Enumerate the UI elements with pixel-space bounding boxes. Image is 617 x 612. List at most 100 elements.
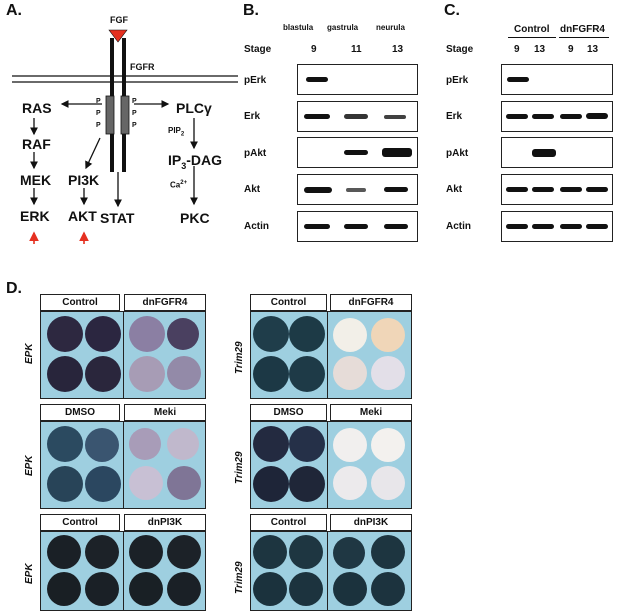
- blot-band: [382, 148, 412, 157]
- embryo: [371, 572, 405, 606]
- ras-node: RAS: [22, 100, 52, 116]
- embryo: [289, 466, 325, 502]
- pi3k-node: PI3K: [68, 172, 100, 188]
- phospho-label: P: [96, 122, 101, 129]
- blot-band: [344, 150, 368, 155]
- embryo: [371, 466, 405, 500]
- blot-row-label: pAkt: [244, 148, 267, 159]
- blot-row-label: Erk: [446, 111, 463, 122]
- erk-node: ERK: [20, 208, 50, 224]
- gene-label: Trim29: [234, 341, 245, 374]
- phospho-label: P: [132, 98, 137, 105]
- blot-row-label: Akt: [244, 184, 261, 195]
- embryo: [333, 572, 367, 606]
- embryo: [167, 535, 201, 569]
- stage-value: 9: [568, 44, 574, 55]
- stage-name-gastrula: gastrula: [327, 23, 359, 32]
- ca-label: Ca2+: [170, 180, 188, 190]
- embryo: [253, 572, 287, 606]
- mek-node: MEK: [20, 172, 52, 188]
- condition-label: Control: [250, 514, 327, 531]
- embryo: [47, 572, 81, 606]
- embryo: [289, 535, 323, 569]
- embryo: [371, 318, 405, 352]
- blot-strip: [297, 64, 418, 95]
- embryo-image: [250, 311, 412, 399]
- embryo: [253, 466, 289, 502]
- blot-band: [506, 224, 528, 229]
- group-underline: [508, 37, 556, 38]
- blot-band: [532, 114, 554, 119]
- embryo: [85, 428, 119, 462]
- embryo: [167, 318, 199, 350]
- blot-band: [586, 187, 608, 192]
- blot-row-label: Akt: [446, 184, 463, 195]
- stage-label: Stage: [244, 44, 272, 55]
- embryo: [85, 572, 119, 606]
- embryo: [289, 426, 325, 462]
- stage-value: 9: [514, 44, 520, 55]
- embryo: [129, 535, 163, 569]
- condition-label: Control: [40, 294, 120, 311]
- blot-band: [560, 114, 582, 119]
- blot-band: [344, 114, 368, 119]
- embryo: [129, 316, 165, 352]
- embryo: [129, 428, 161, 460]
- blot-band: [532, 224, 554, 229]
- phospho-label: P: [96, 110, 101, 117]
- ip3-dag-node: IP3-DAG: [168, 152, 223, 171]
- embryo: [333, 537, 365, 569]
- embryo: [85, 316, 121, 352]
- embryo: [253, 535, 287, 569]
- fgfr-label: FGFR: [130, 62, 155, 72]
- embryo: [129, 572, 163, 606]
- embryo: [47, 535, 81, 569]
- gene-label: EPK: [24, 563, 35, 584]
- blot-strip: [501, 101, 613, 132]
- embryo: [167, 572, 201, 606]
- condition-label: dnPI3K: [124, 514, 206, 531]
- panel-b-letter: B.: [243, 2, 259, 19]
- condition-label: DMSO: [250, 404, 327, 421]
- blot-band: [506, 114, 528, 119]
- blot-band: [304, 224, 330, 229]
- embryo-image: [250, 531, 412, 611]
- stage-value: 13: [392, 44, 404, 55]
- condition-label: Meki: [330, 404, 412, 421]
- embryo: [289, 356, 325, 392]
- embryo: [167, 428, 199, 460]
- embryo: [253, 316, 289, 352]
- blot-strip: [297, 101, 418, 132]
- pathway-diagram: [12, 29, 238, 244]
- blot-strip: [297, 137, 418, 168]
- embryo: [371, 356, 405, 390]
- stage-value: 9: [311, 44, 317, 55]
- blot-band: [586, 113, 608, 119]
- gene-label: Trim29: [234, 451, 245, 484]
- blot-strip: [501, 64, 613, 95]
- blot-row-label: Erk: [244, 111, 261, 122]
- condition-label: Control: [250, 294, 327, 311]
- blot-band: [304, 114, 330, 119]
- stage-name-blastula: blastula: [283, 23, 314, 32]
- blot-band: [560, 187, 582, 192]
- embryo: [289, 572, 323, 606]
- blot-band: [532, 149, 556, 157]
- gene-label: EPK: [24, 455, 35, 476]
- condition-label: Control: [40, 514, 120, 531]
- embryo: [289, 316, 325, 352]
- blot-band: [346, 188, 366, 192]
- blot-row-label: pAkt: [446, 148, 469, 159]
- blot-band: [344, 224, 368, 229]
- phospho-label: P: [96, 98, 101, 105]
- embryo-image: [40, 531, 206, 611]
- group-label-control: Control: [514, 24, 550, 35]
- embryo: [47, 356, 83, 392]
- embryo: [85, 466, 121, 502]
- panel-c-letter: C.: [444, 2, 460, 19]
- blot-band: [384, 187, 408, 192]
- embryo: [371, 535, 405, 569]
- condition-label: DMSO: [40, 404, 120, 421]
- stage-value: 13: [587, 44, 599, 55]
- blot-row-label: Actin: [446, 221, 471, 232]
